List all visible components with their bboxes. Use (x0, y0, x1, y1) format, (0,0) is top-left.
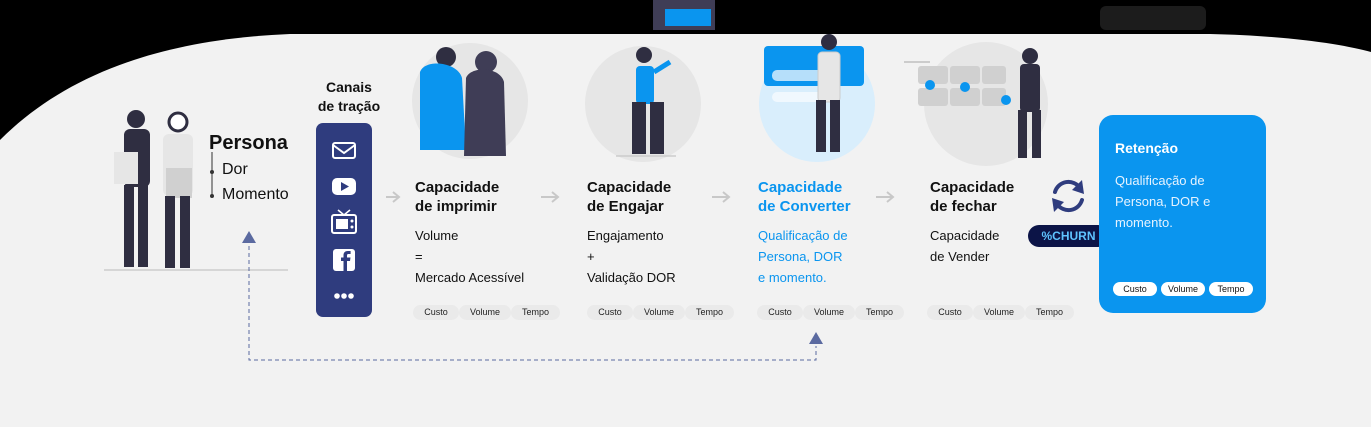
tv-icon (331, 209, 357, 234)
facebook-icon (333, 249, 355, 271)
stage-3-title-line-2: de Converter (758, 198, 851, 215)
stage-3-title-line-1: Capacidade (758, 179, 843, 196)
stage-3-metric-time: Tempo (855, 305, 904, 320)
stage-2-title: Capacidade de Engajar (587, 178, 671, 216)
stage-3-metric-volume: Volume (803, 305, 855, 320)
persona-bracket-dot (210, 170, 214, 174)
stage-3-illustration (764, 34, 864, 152)
stage-4-line: Capacidade (930, 228, 1000, 243)
flow-arrow (392, 191, 401, 203)
churn-badge: %CHURN (1028, 225, 1109, 247)
stage-4-title-line-1: Capacidade (930, 179, 1015, 196)
stage-3-body: Qualificação de Persona, DOR e momento. (758, 225, 848, 288)
header-tab-accent (665, 9, 711, 26)
stage-1-title: Capacidade de imprimir (415, 178, 499, 216)
stage-3-line: Persona, DOR (758, 249, 843, 264)
stage-2-metric-time: Tempo (685, 305, 734, 320)
header-label-shape (1100, 6, 1206, 30)
channels-panel (316, 123, 372, 317)
stage-1-line: Mercado Acessível (415, 270, 525, 285)
stage-1-metric-cost: Custo (413, 305, 459, 320)
retention-card: Retenção Qualificação de Persona, DOR e … (1099, 115, 1266, 313)
stage-1-body: Volume = Mercado Acessível (415, 225, 524, 288)
stage-2-title-line-1: Capacidade (587, 179, 672, 196)
flow-arrow (886, 191, 895, 203)
flow-arrow (722, 191, 731, 203)
retention-metric-cost: Custo (1113, 282, 1157, 296)
stage-2-line: + (587, 249, 595, 264)
retention-line: Qualificação de (1115, 173, 1205, 188)
stage-4-title-line-2: de fechar (930, 198, 997, 215)
persona-title: Persona (209, 132, 288, 154)
retention-metric-volume: Volume (1161, 282, 1205, 296)
flow-arrows (386, 191, 895, 203)
stage-2-metric-cost: Custo (587, 305, 633, 320)
stage-2-metric-volume: Volume (633, 305, 685, 320)
persona-item-pain: Dor (222, 161, 248, 178)
stage-1-illustration (420, 47, 506, 156)
flow-arrow (551, 191, 560, 203)
stage-1-line: = (415, 249, 423, 264)
retention-line: momento. (1115, 215, 1173, 230)
stage-2-line: Validação DOR (587, 270, 676, 285)
stage-2-body: Engajamento + Validação DOR (587, 225, 676, 288)
stage-2-line: Engajamento (587, 228, 664, 243)
persona-illustration (104, 110, 288, 271)
more-icon (334, 293, 354, 299)
channels-title: Canais de tração (310, 78, 388, 116)
stage-4-title: Capacidade de fechar (930, 178, 1014, 216)
retention-body: Qualificação de Persona, DOR e momento. (1115, 170, 1210, 233)
mail-icon (332, 142, 356, 159)
channels-title-line-1: Canais (326, 79, 372, 95)
stage-4-illustration (904, 48, 1041, 158)
persona-bracket-dot (210, 194, 214, 198)
stage-1-metric-time: Tempo (511, 305, 560, 320)
stage-4-body: Capacidade de Vender (930, 225, 999, 267)
stage-4-metric-volume: Volume (973, 305, 1025, 320)
persona-item-moment: Momento (222, 186, 289, 203)
stage-3-line: e momento. (758, 270, 827, 285)
retention-metric-time: Tempo (1209, 282, 1253, 296)
stage-1-metric-volume: Volume (459, 305, 511, 320)
feedback-arrow-head (242, 231, 256, 243)
stage-4-metric-cost: Custo (927, 305, 973, 320)
stage-2-title-line-2: de Engajar (587, 198, 664, 215)
refresh-icon (1052, 179, 1084, 213)
channels-title-line-2: de tração (317, 98, 381, 114)
stage-1-line: Volume (415, 228, 459, 243)
stage-3-line: Qualificação de (758, 228, 848, 243)
youtube-icon (332, 178, 356, 195)
stage-3-metric-cost: Custo (757, 305, 803, 320)
retention-title: Retenção (1115, 140, 1179, 156)
stage-4-metric-time: Tempo (1025, 305, 1074, 320)
stage-2-illustration (616, 47, 676, 157)
stage-1-title-line-1: Capacidade (415, 179, 500, 196)
retention-line: Persona, DOR e (1115, 194, 1211, 209)
channels-icons (331, 142, 357, 299)
stage-4-line: de Vender (930, 249, 990, 264)
stage-3-title: Capacidade de Converter (758, 178, 851, 216)
feedback-loop-line (248, 246, 817, 361)
feedback-arrow-head (809, 332, 823, 344)
stage-1-title-line-2: de imprimir (415, 198, 497, 215)
